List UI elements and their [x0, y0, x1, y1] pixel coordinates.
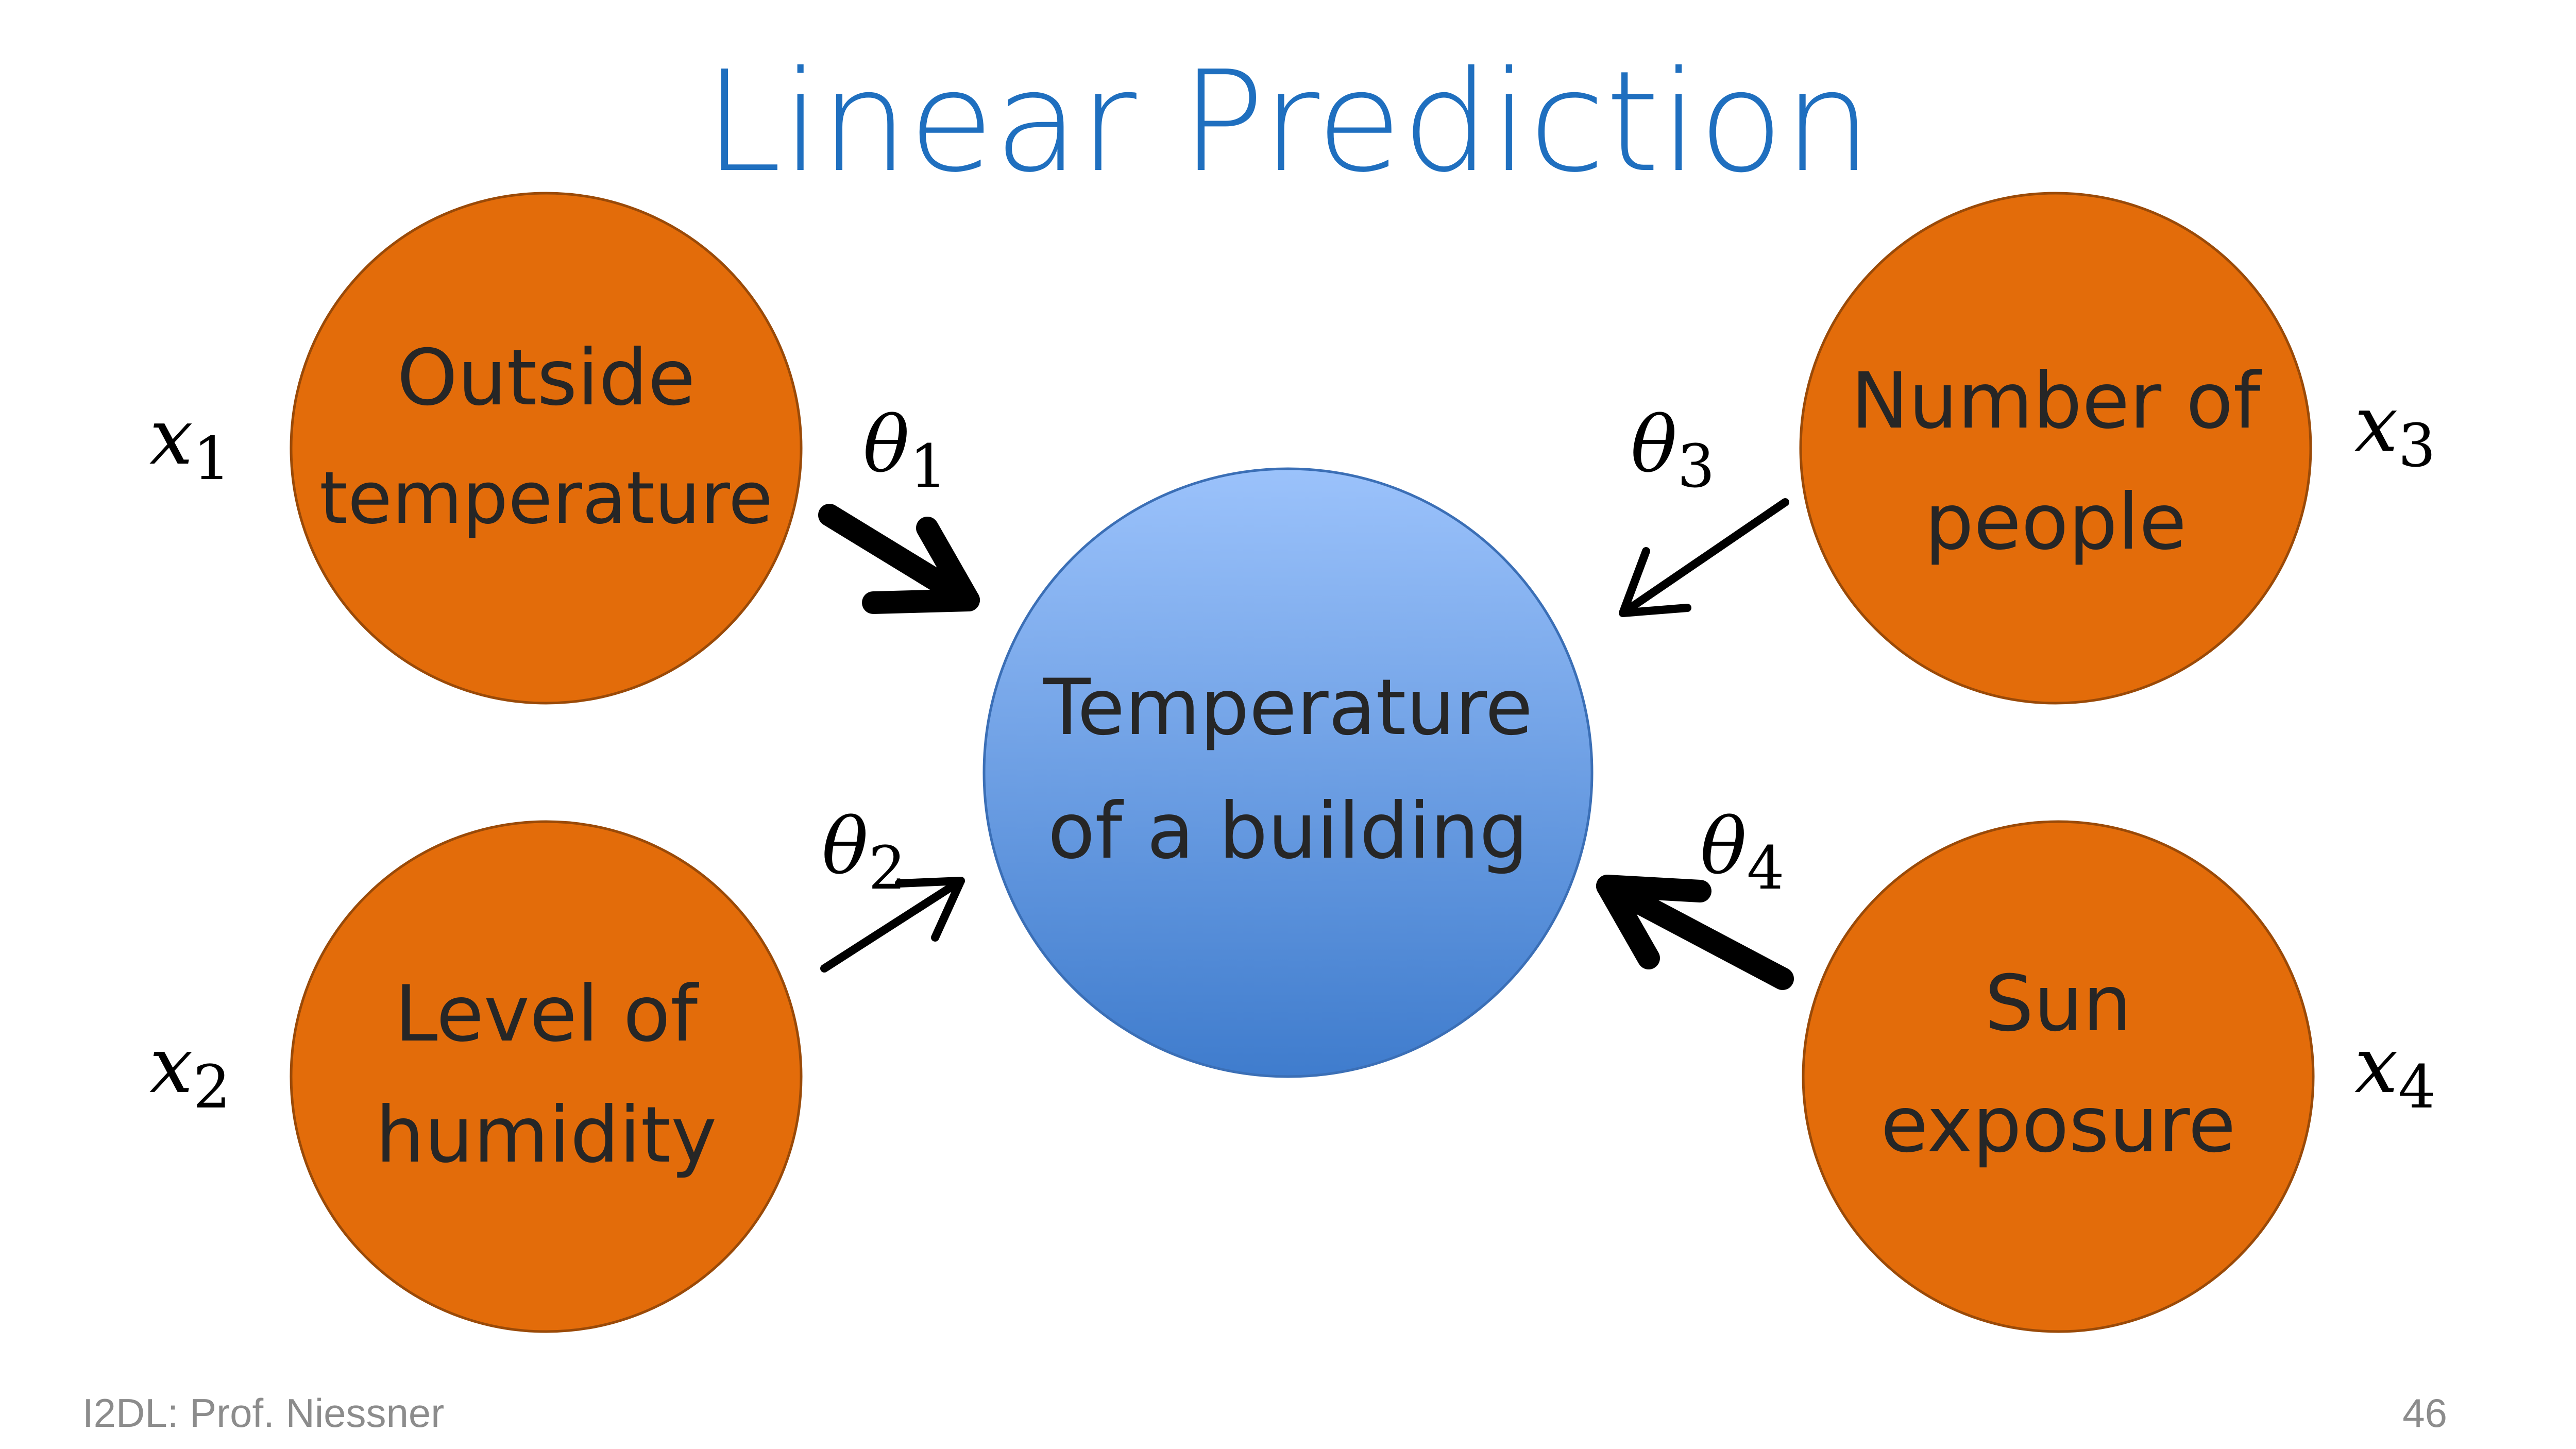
arrow-theta-1	[818, 504, 980, 614]
weight-theta2: θ2	[822, 802, 906, 903]
output-node-label-line2: of a building	[1048, 787, 1529, 876]
variable-x1: x1	[149, 393, 231, 493]
output-node: Temperature of a building	[982, 467, 1594, 1078]
footer-page-number: 46	[2402, 1390, 2447, 1436]
variable-x2: x2	[149, 1021, 231, 1122]
input-node-4-label-line1: Sun	[1985, 959, 2131, 1049]
input-node-3-label-line2: people	[1925, 478, 2187, 567]
arrow-theta-2	[820, 877, 965, 973]
input-node-2: Level of humidity	[290, 820, 803, 1333]
input-node-3-label-line1: Number of	[1851, 356, 2262, 446]
input-node-1-label-line2: temperature	[319, 456, 773, 540]
footer-course-label: I2DL: Prof. Niessner	[82, 1390, 444, 1436]
input-node-3: Number of people	[1799, 192, 2312, 705]
weight-theta1: θ1	[863, 400, 947, 501]
input-node-3-circle	[1799, 192, 2312, 705]
input-node-2-label-line2: humidity	[376, 1090, 717, 1180]
input-node-1: Outside temperature	[290, 192, 803, 705]
input-node-1-label-line1: Outside	[397, 333, 695, 423]
input-node-4-label-line2: exposure	[1880, 1080, 2235, 1170]
arrow-theta-4	[1596, 875, 1794, 990]
weight-theta4: θ4	[1700, 802, 1784, 903]
arrow-theta-3	[1619, 498, 1789, 617]
input-node-1-circle	[290, 192, 803, 705]
variable-x4: x4	[2354, 1021, 2436, 1122]
output-node-circle	[982, 467, 1594, 1078]
output-node-label-line1: Temperature	[1043, 663, 1533, 753]
arrows	[818, 498, 1794, 990]
input-node-4: Sun exposure	[1802, 820, 2315, 1333]
input-node-2-circle	[290, 820, 803, 1333]
input-node-2-label-line1: Level of	[395, 969, 699, 1059]
weight-theta3: θ3	[1631, 400, 1715, 501]
input-node-4-circle	[1802, 820, 2315, 1333]
variable-x3: x3	[2354, 380, 2436, 481]
slide-title: Linear Prediction	[704, 41, 1872, 203]
